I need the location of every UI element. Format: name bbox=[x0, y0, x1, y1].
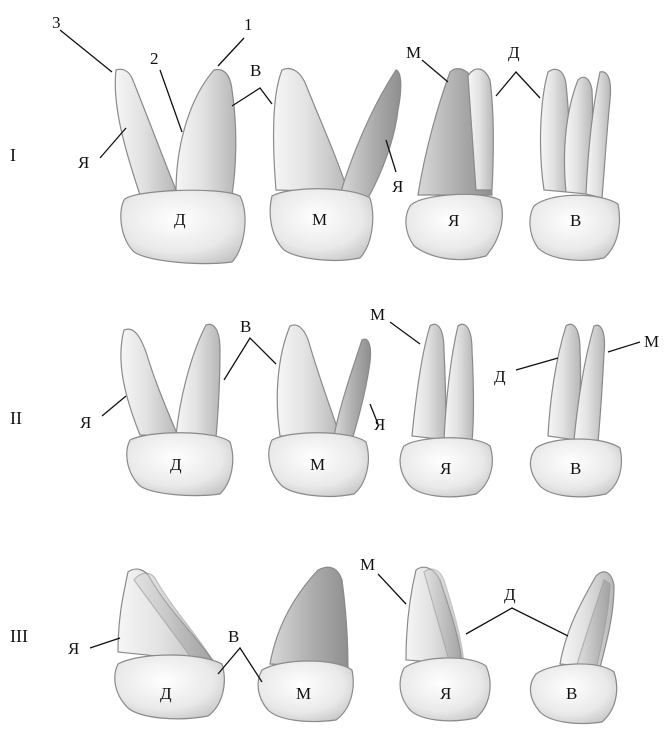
leader-line bbox=[516, 358, 558, 370]
tooth-view: М Я bbox=[370, 305, 492, 497]
tooth-view: 3 2 1 Я Д bbox=[52, 13, 253, 264]
surface-label: В bbox=[566, 684, 577, 703]
surface-label: Я bbox=[448, 211, 459, 230]
callout-label: М bbox=[360, 555, 375, 574]
row-numeral: I bbox=[10, 145, 16, 165]
root bbox=[121, 329, 178, 436]
leader-line bbox=[224, 338, 276, 380]
leader-line bbox=[378, 574, 406, 604]
callout-label: Я bbox=[392, 177, 403, 196]
surface-label: М bbox=[312, 210, 327, 229]
surface-label: В bbox=[570, 459, 581, 478]
row-1: I 3 2 1 Я Д В Я М bbox=[10, 13, 619, 264]
row-numeral: II bbox=[10, 408, 22, 428]
tooth-view: Д В bbox=[496, 43, 619, 260]
root bbox=[270, 567, 348, 668]
tooth-view: Д В bbox=[466, 572, 617, 724]
leader-line bbox=[160, 70, 182, 132]
leader-line bbox=[90, 638, 120, 648]
callout-label: Д bbox=[494, 367, 506, 386]
callout-label: 1 bbox=[244, 15, 253, 34]
tooth-view: М Я bbox=[406, 43, 502, 260]
surface-label: Я bbox=[440, 459, 451, 478]
callout-label: Я bbox=[78, 153, 89, 172]
callout-label: В bbox=[228, 627, 239, 646]
callout-label: М bbox=[370, 305, 385, 324]
surface-label: Я bbox=[440, 684, 451, 703]
row-2: II Я Д В Я М М Я bbox=[10, 305, 659, 497]
root bbox=[176, 324, 220, 438]
surface-label: Д bbox=[170, 455, 182, 474]
root bbox=[274, 69, 348, 192]
row-numeral: III bbox=[10, 626, 28, 646]
callout-label: М bbox=[644, 332, 659, 351]
callout-label: Я bbox=[80, 413, 91, 432]
tooth-view: В М bbox=[218, 567, 353, 721]
leader-line bbox=[100, 128, 126, 158]
leader-line bbox=[218, 38, 244, 66]
root bbox=[334, 339, 371, 440]
tooth-view: В Я М bbox=[232, 61, 403, 260]
callout-label: 2 bbox=[150, 49, 159, 68]
leader-line bbox=[496, 72, 540, 98]
leader-line bbox=[466, 608, 568, 636]
leader-line bbox=[422, 60, 448, 82]
tooth-view: Я Д bbox=[68, 569, 224, 719]
callout-label: 3 bbox=[52, 13, 61, 32]
leader-line bbox=[102, 396, 126, 416]
root bbox=[176, 70, 236, 195]
leader-line bbox=[390, 322, 420, 344]
callout-label: М bbox=[406, 43, 421, 62]
surface-label: М bbox=[310, 455, 325, 474]
leader-line bbox=[60, 30, 112, 72]
tooth-view: В Я М bbox=[224, 317, 385, 496]
surface-label: В bbox=[570, 211, 581, 230]
tooth-view: Я Д bbox=[80, 324, 233, 495]
leader-line bbox=[232, 88, 272, 106]
tooth-view: Д М В bbox=[494, 324, 659, 497]
callout-label: Я bbox=[374, 415, 385, 434]
surface-label: М bbox=[296, 684, 311, 703]
leader-line bbox=[608, 342, 640, 352]
surface-label: Д bbox=[174, 210, 186, 229]
callout-label: Я bbox=[68, 639, 79, 658]
callout-label: Д bbox=[508, 43, 520, 62]
row-3: III Я Д В М М Я bbox=[10, 555, 617, 724]
tooth-view: М Я bbox=[360, 555, 490, 721]
root bbox=[277, 325, 340, 436]
surface-label: Д bbox=[160, 684, 172, 703]
callout-label: В bbox=[240, 317, 251, 336]
callout-label: В bbox=[250, 61, 261, 80]
root bbox=[444, 324, 474, 442]
callout-label: Д bbox=[504, 585, 516, 604]
